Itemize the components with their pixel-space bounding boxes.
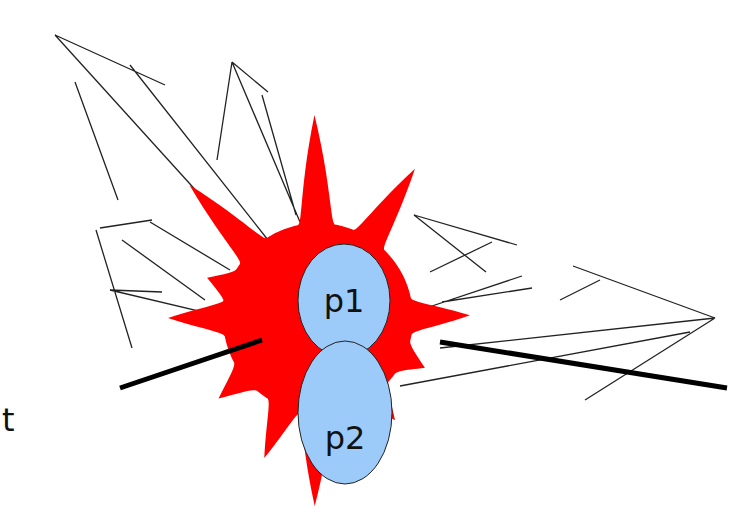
ellipse-outline	[297, 340, 393, 485]
protein-label: p2	[325, 422, 366, 454]
protein-label: p1	[324, 285, 365, 317]
membrane-line	[120, 340, 727, 388]
cell-body	[168, 115, 470, 506]
edge-text: t	[2, 404, 15, 436]
protein-ellipse: p2	[297, 340, 393, 485]
